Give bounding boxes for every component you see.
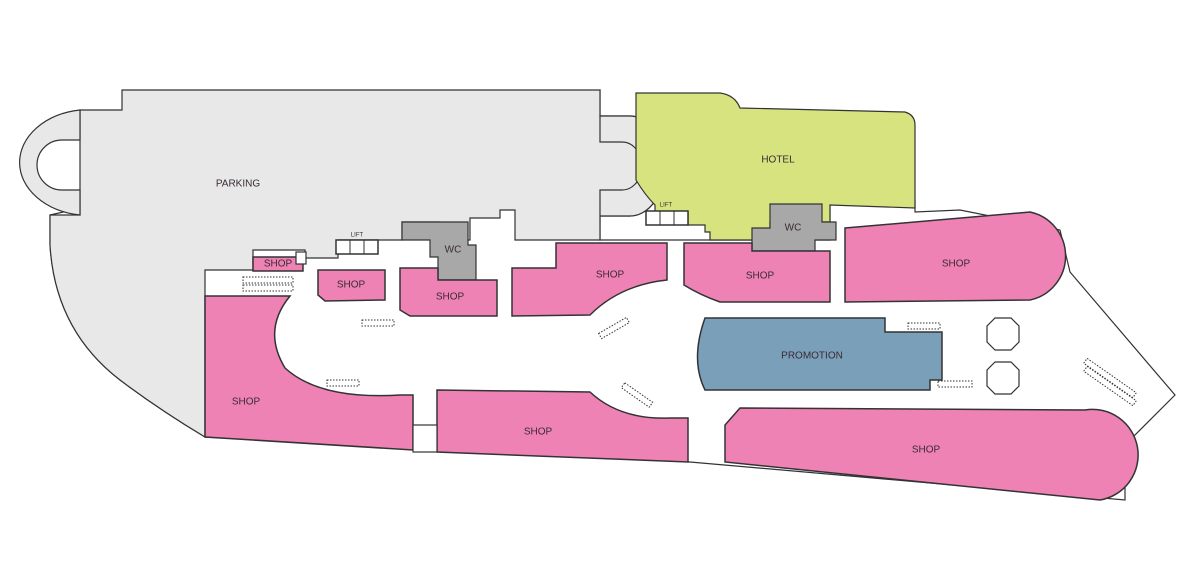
wc-right — [751, 203, 837, 252]
lift-right: LIFT — [645, 203, 689, 226]
shop-2[interactable] — [399, 267, 498, 317]
shop-8[interactable] — [724, 407, 1139, 501]
escalator-4 — [326, 379, 360, 387]
shop-6[interactable] — [204, 295, 414, 451]
escalator-1 — [242, 276, 294, 284]
wc-right-label: WC — [785, 223, 802, 234]
escalator-10 — [1083, 365, 1137, 407]
shop-0-label: SHOP — [264, 259, 293, 270]
shop-2-label: SHOP — [436, 292, 465, 303]
escalator-6 — [937, 380, 973, 388]
escalator-2 — [242, 284, 294, 292]
promotion-area[interactable] — [696, 317, 943, 391]
shop-5-label: SHOP — [942, 259, 971, 270]
wc-left-label: WC — [445, 245, 462, 256]
escalator-8 — [620, 382, 654, 408]
shop-1[interactable] — [317, 269, 386, 302]
shop-4-label: SHOP — [746, 271, 775, 282]
lift-left: LIFT — [335, 233, 379, 255]
shop-7-label: SHOP — [524, 427, 553, 438]
pillar-2 — [986, 361, 1020, 395]
promotion-label: PROMOTION — [781, 351, 843, 362]
lift-left-label: LIFT — [351, 233, 364, 239]
shop-5[interactable] — [844, 211, 1067, 303]
hotel-area — [635, 92, 916, 241]
escalator-3 — [361, 319, 395, 327]
pillar-1 — [986, 317, 1020, 351]
shop-1-label: SHOP — [337, 280, 366, 291]
shop-3-label: SHOP — [596, 270, 625, 281]
escalator-9 — [1083, 357, 1137, 399]
service-room — [295, 251, 307, 265]
shop-3[interactable] — [511, 242, 668, 317]
corridor-room — [412, 424, 438, 453]
shop-7[interactable] — [436, 389, 689, 463]
lift-right-label: LIFT — [660, 203, 673, 209]
escalator-5 — [907, 322, 941, 330]
parking-ramp-left — [19, 109, 81, 216]
shop-8-label: SHOP — [912, 445, 941, 456]
parking-label: PARKING — [216, 179, 260, 190]
shop-4[interactable] — [683, 242, 831, 303]
shop-6-label: SHOP — [232, 397, 261, 408]
escalator-7 — [597, 316, 631, 340]
hotel-label: HOTEL — [761, 155, 795, 166]
